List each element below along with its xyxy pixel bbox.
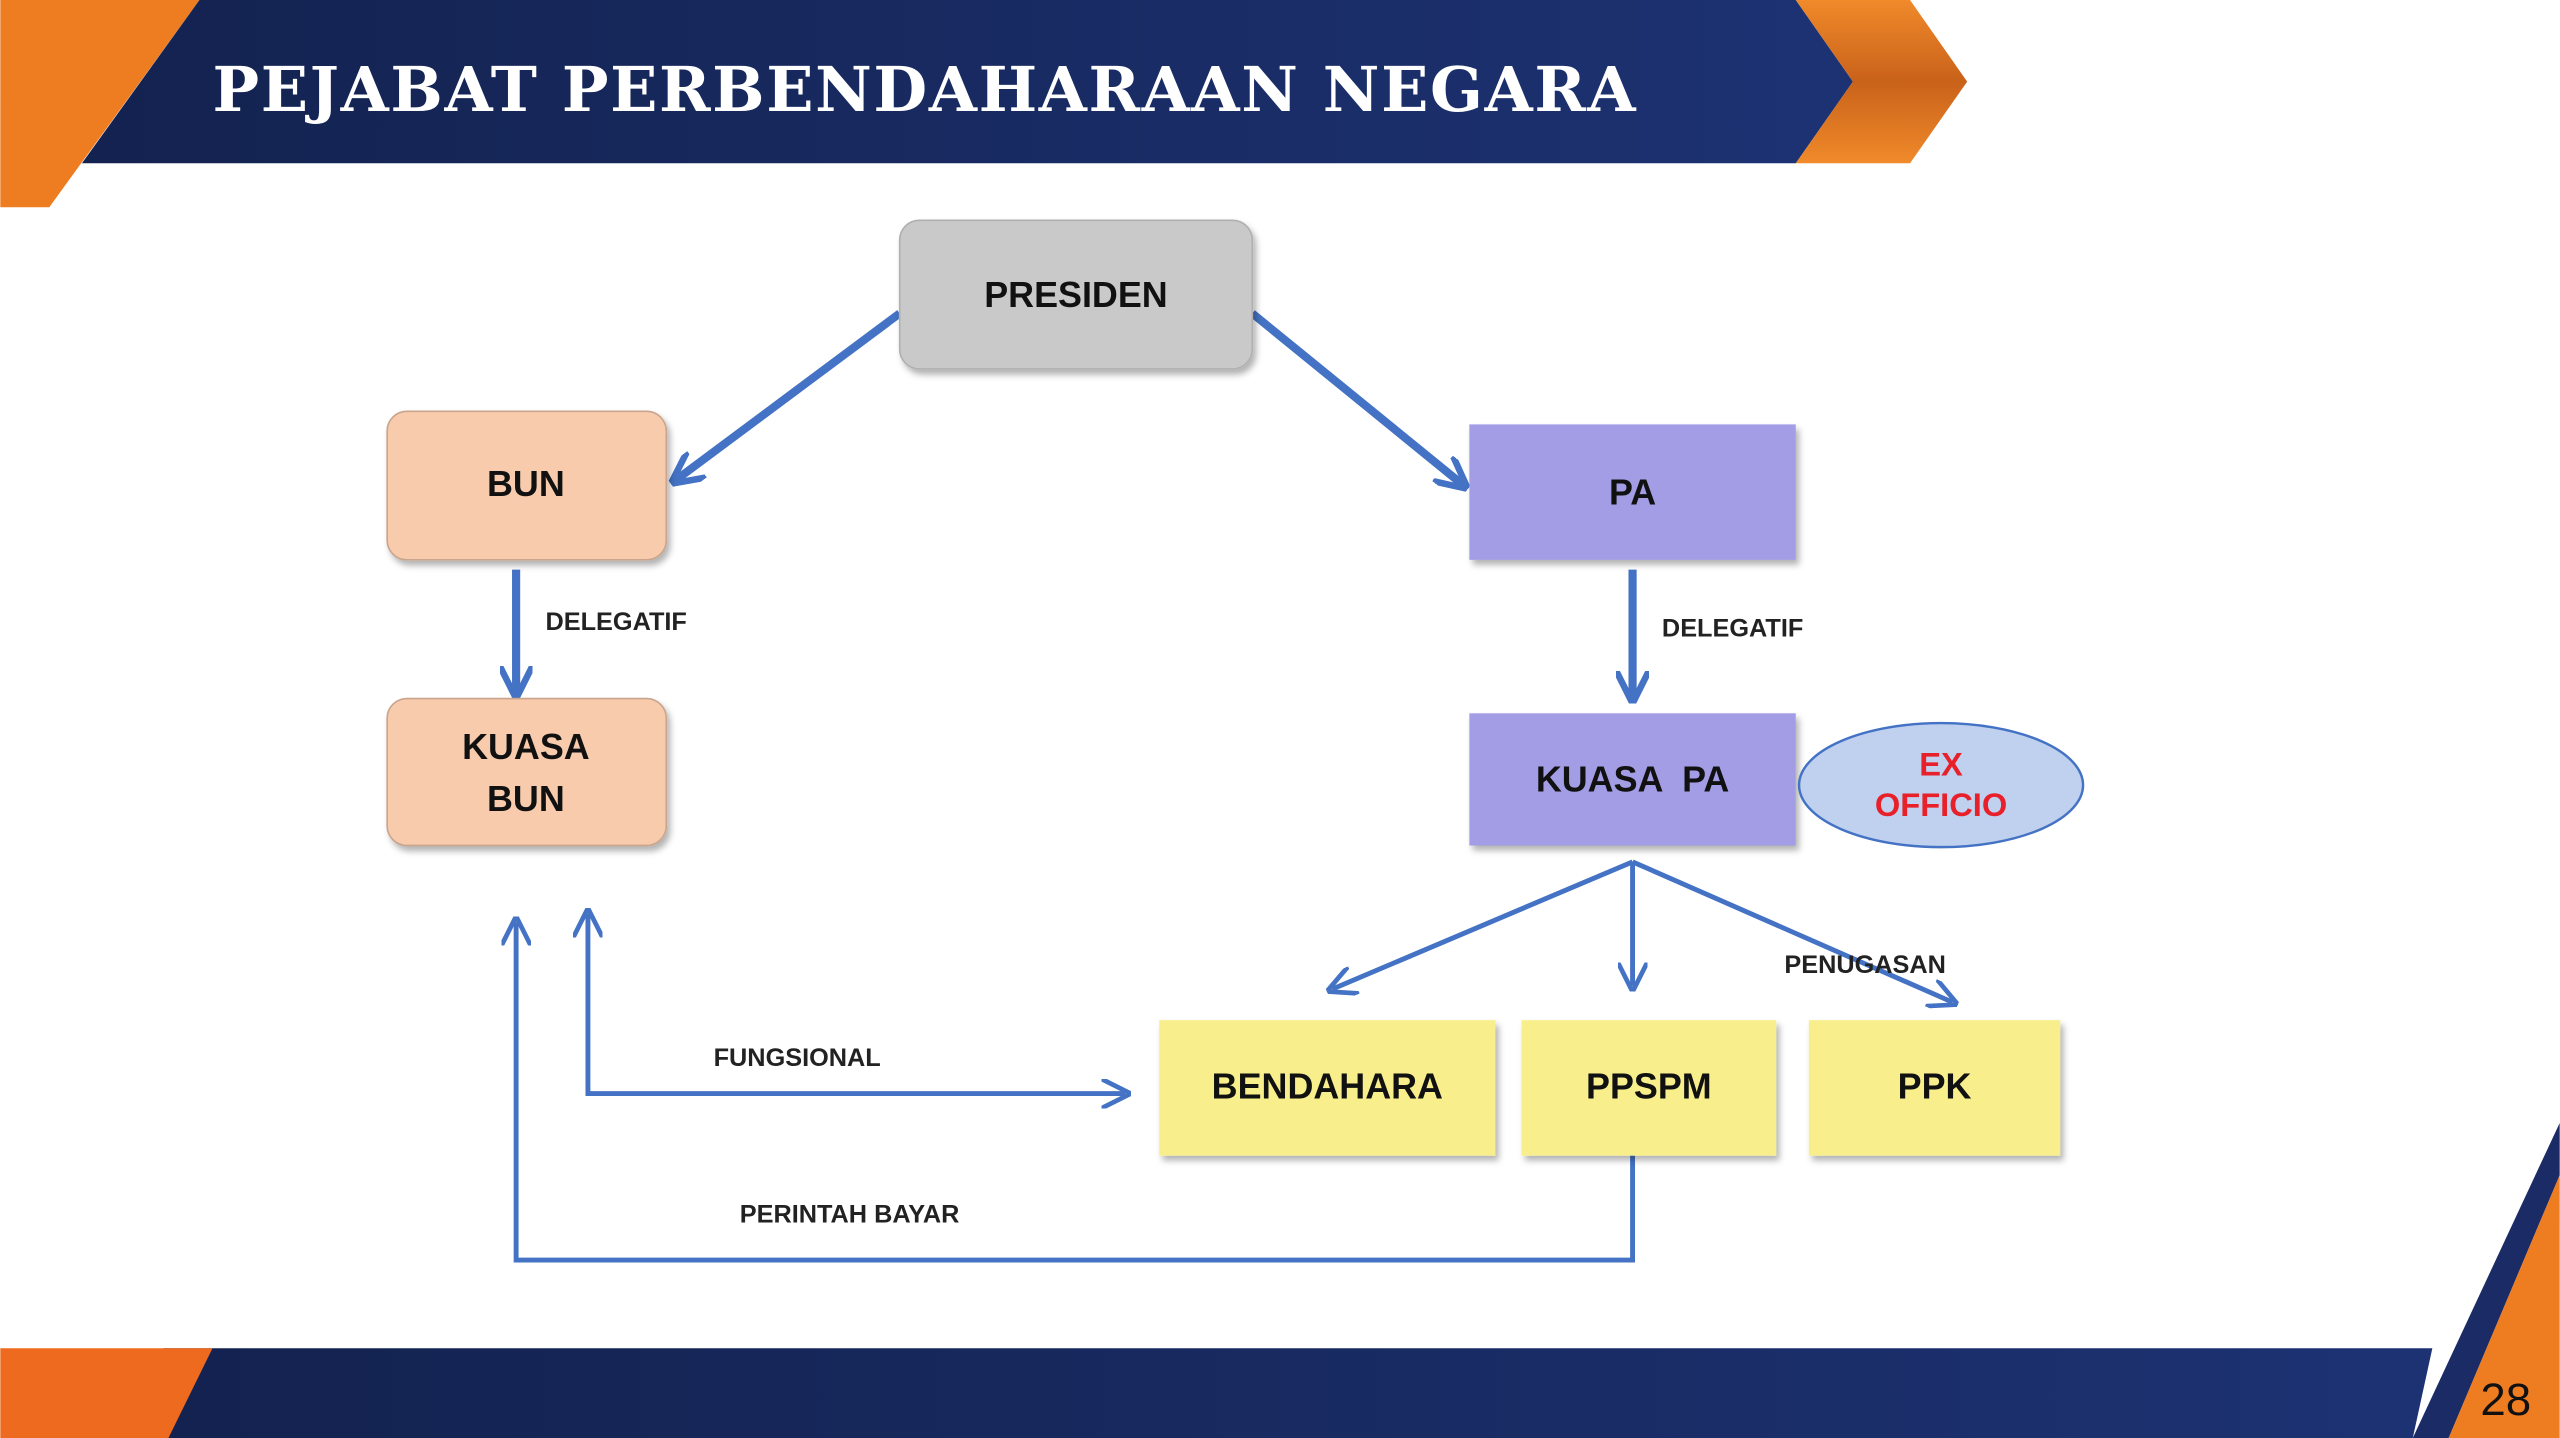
arrow-kuasa-pa-ppk — [1631, 859, 1953, 1002]
arrow-fungsional — [588, 914, 1125, 1094]
node-ppk: PPK — [1808, 1020, 2061, 1156]
node-bun: BUN — [386, 410, 668, 561]
kuasa-bun-label-2: BUN — [487, 779, 565, 819]
perintah-bayar-label: PERINTAH BAYAR — [740, 1201, 960, 1229]
ex-officio-label-1: EX — [1919, 745, 1963, 782]
node-pa: PA — [1469, 424, 1796, 560]
node-kuasa-bun: KUASA BUN — [386, 697, 668, 847]
pa-label: PA — [1609, 472, 1656, 512]
node-kuasa-pa: KUASA PA — [1469, 713, 1796, 846]
bun-label: BUN — [487, 464, 565, 504]
presiden-label: PRESIDEN — [984, 275, 1167, 315]
footer-orange-left — [0, 1348, 213, 1438]
ppspm-label: PPSPM — [1586, 1066, 1712, 1106]
page-title: PEJABAT PERBENDAHARAAN NEGARA — [213, 53, 1638, 126]
node-presiden: PRESIDEN — [898, 219, 1254, 370]
footer-banner: 28 — [0, 1122, 2560, 1438]
penugasan-label: PENUGASAN — [1784, 951, 1946, 979]
kuasa-pa-label: KUASA PA — [1536, 760, 1729, 800]
header-chevron — [1795, 0, 1968, 164]
ex-officio-label-2: OFFICIO — [1875, 786, 2007, 823]
arrow-presiden-bun — [676, 310, 903, 479]
header-banner: PEJABAT PERBENDAHARAAN NEGARA — [0, 0, 1968, 208]
ex-officio-badge: EX OFFICIO — [1797, 721, 2085, 849]
bendahara-label: BENDAHARA — [1212, 1066, 1443, 1106]
ppk-label: PPK — [1898, 1066, 1972, 1106]
header-orange-accent — [0, 0, 200, 208]
footer-navy-band — [163, 1348, 2433, 1438]
header-navy-band — [81, 0, 1853, 164]
delegatif-right-label: DELEGATIF — [1662, 615, 1803, 643]
node-bendahara: BENDAHARA — [1159, 1020, 1496, 1156]
page-number: 28 — [2480, 1374, 2531, 1425]
fungsional-label: FUNGSIONAL — [714, 1044, 881, 1072]
footer-orange-right — [2448, 1175, 2560, 1438]
connectors — [516, 310, 1953, 1263]
node-ppspm: PPSPM — [1521, 1020, 1777, 1156]
arrow-presiden-pa — [1249, 310, 1463, 484]
arrow-perintah-bayar — [516, 922, 1636, 1263]
arrow-kuasa-pa-bendahara — [1332, 859, 1634, 989]
kuasa-bun-label-1: KUASA — [462, 727, 590, 767]
delegatif-left-label: DELEGATIF — [545, 608, 686, 636]
